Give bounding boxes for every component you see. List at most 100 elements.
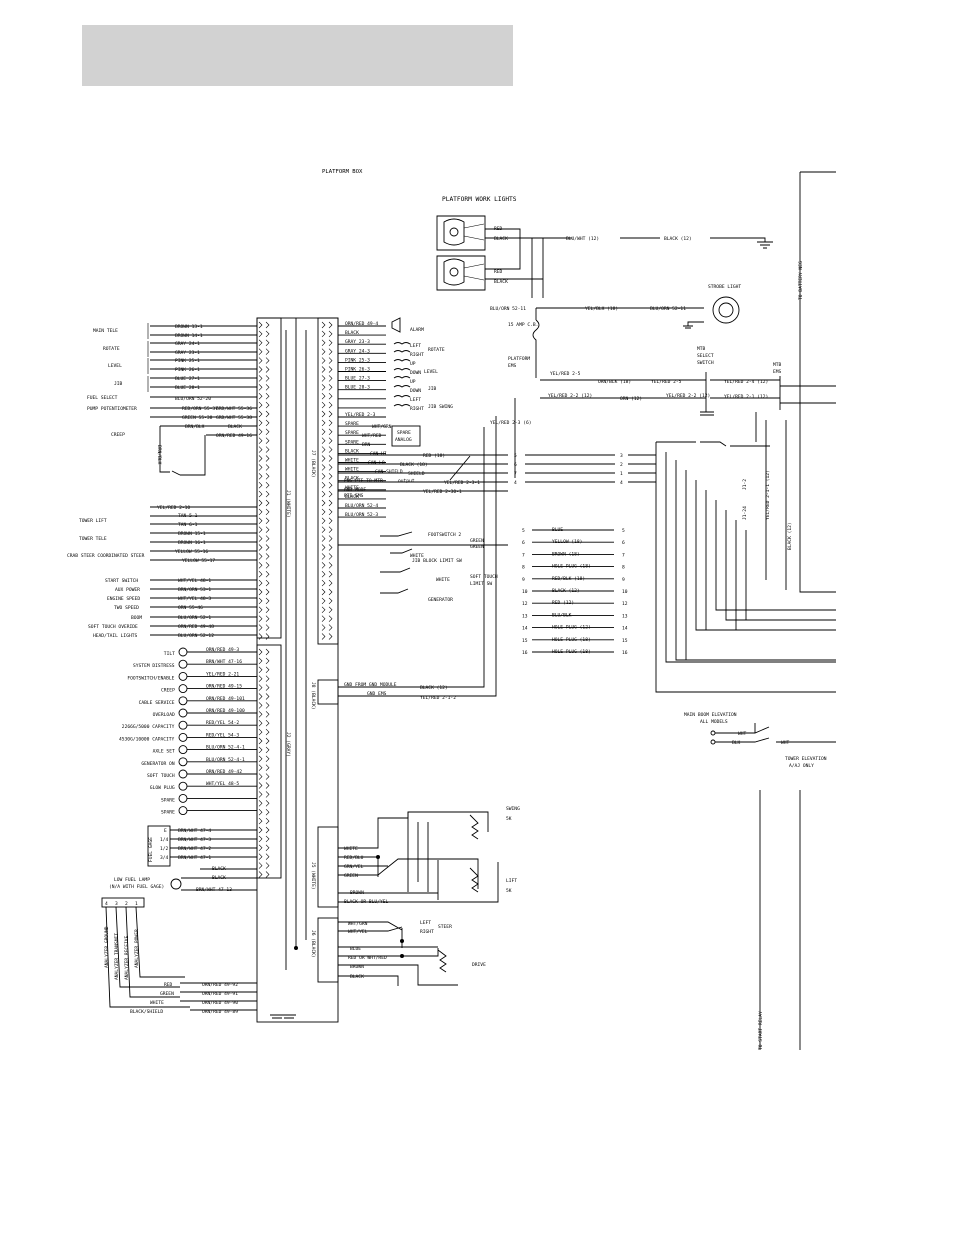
j1-w-0a: BROWN 13-1 [175, 324, 203, 330]
j2-pin [258, 755, 270, 763]
j1-pin [258, 384, 270, 391]
j7-wire-label: WHITE [345, 485, 359, 491]
j1-l-5: AUX POWER [115, 587, 140, 593]
solenoid-coils [393, 342, 411, 407]
bus-end: 4 [620, 480, 623, 486]
j7-pin [321, 366, 333, 373]
an-c2: WHITE [150, 1000, 164, 1006]
j7-wire-label: BLACK [345, 448, 359, 454]
j2-pins [258, 648, 270, 878]
j2-pin [258, 817, 270, 825]
eng-pte-label: ENG PTE TO MTB [344, 478, 383, 484]
j1-fn-pump: PUMP POTENTIOMETER [87, 406, 137, 412]
analyzer-t3: 3 [115, 901, 118, 907]
work-light-2 [436, 255, 486, 291]
mtb-select-l1: MTB [697, 346, 706, 352]
j1-l-2b: BROWN 16-1 [178, 540, 206, 546]
ems-left-1: YEL/RED 2-5 [550, 371, 581, 377]
j7-wire-label: BLACK [345, 494, 359, 500]
an-c3: BLACK/SHIELD [130, 1009, 163, 1015]
platform-ems-l2: EMS [508, 363, 517, 369]
j1-l-1: TOWER LIFT [79, 518, 107, 524]
j7-pin [321, 375, 333, 382]
j7-pin [321, 401, 333, 409]
lamp-wire-label: BLU/ORN 52-4-1 [206, 745, 245, 751]
analyzer-l0: ANALYZER GROUND [104, 926, 110, 968]
harness-pin: 16 [522, 650, 528, 656]
steer-right: RIGHT [420, 929, 434, 935]
soft-touch-l2: LIMIT SW [470, 581, 492, 587]
an-w1: ORN/RED 49-91 [202, 991, 238, 997]
fuel-w-0: BRN/WHT 47-4 [178, 828, 211, 834]
j1-l-10a: BLU/ORN 52-12 [178, 633, 214, 639]
cross-3: YEL/RED 2-3-1 [444, 480, 480, 486]
footswitch2-label: FOOTSWITCH 2 [428, 532, 461, 538]
j7-pin [321, 481, 333, 489]
j1-l-0w: YEL/RED 2-10 [157, 505, 190, 511]
fuel-w-2: BRN/WHT 47-2 [178, 846, 211, 852]
ems-right-2: YEL/RED 2-2 (12) [666, 393, 710, 399]
analyzer-t4: 4 [105, 901, 108, 907]
j2-pin [258, 782, 270, 789]
j5-w2: GRN/YEL [344, 864, 364, 870]
rotate-label: ROTATE [428, 347, 445, 353]
creep-wire-a: BRN/BLK [156, 445, 162, 465]
coil-down: DOWN [410, 370, 421, 376]
j2-pin [258, 648, 270, 656]
coil-up-2: UP [410, 379, 416, 385]
platform-box-label: PLATFORM BOX [322, 169, 363, 175]
j7-wire-label: PINK 26-3 [345, 367, 370, 373]
harness-pin: 9 [522, 577, 525, 583]
fuel-w-3: BRN/WHT 47-1 [178, 855, 211, 861]
an-c1: GREEN [160, 991, 174, 997]
coil-down-2: DOWN [410, 388, 421, 394]
j1-pin [258, 508, 270, 516]
j1-pin [258, 597, 270, 605]
j7-wire-label: BLACK [345, 476, 359, 482]
j7-pin [321, 464, 333, 471]
j1-pin [258, 490, 270, 498]
lamp-wire-label: ORN/RED 49-100 [206, 708, 245, 714]
drive-label: DRIVE [472, 962, 486, 968]
j1-pin [258, 535, 270, 542]
j1-l-4: START SWITCH [105, 578, 138, 584]
j7-pin [321, 392, 333, 400]
header-box [82, 25, 513, 86]
j1-fn-main-tele: MAIN TELE [93, 328, 118, 334]
lamp-icon [178, 659, 188, 669]
vwire-black: BLACK (12) [787, 522, 793, 550]
j1-l-6: ENGINE SPEED [107, 596, 140, 602]
can-shield-label: CAN SHIELD [375, 469, 403, 475]
an-c0: RED [164, 982, 173, 988]
lamp-label: FOOTSWITCH/ENABLE [127, 675, 174, 681]
j7-pin [321, 446, 333, 453]
j1-w-3b: BLUE 28-1 [175, 385, 200, 391]
low-fuel-lamp [170, 878, 182, 890]
harness-end: 8 [622, 565, 625, 571]
strobe-wire-1: BLU/ORN 52-11 [490, 306, 526, 312]
lamp-icon [178, 647, 188, 657]
work-lights-label: PLATFORM WORK LIGHTS [442, 196, 517, 203]
j2-pin [258, 791, 270, 798]
j1-pin [258, 330, 270, 338]
j1-pin [258, 366, 270, 373]
harness-end: 16 [622, 650, 628, 656]
cross-0: RED (18) [423, 453, 445, 459]
j1-w-5b: GREEN 55-38 [182, 415, 213, 421]
can-hi-label: CAN HI [370, 451, 387, 457]
j6-w4: BROWN [350, 964, 364, 970]
vwire-yel-red: YEL/RED 2-1-1 (12) [765, 470, 771, 520]
lamp-icon [178, 793, 188, 803]
j1-pin [258, 481, 270, 489]
j1-pin [258, 615, 270, 622]
j1-pot-r1: GRD/WHT 55-38 [216, 415, 252, 421]
j7-wire-label: GRAY 23-3 [345, 339, 370, 345]
j2-pin [258, 719, 270, 727]
lamp-label: TILT [164, 651, 175, 657]
switch-wire-label: GREEN [470, 538, 484, 544]
j7-pin [321, 633, 333, 640]
harness-end: 9 [622, 577, 625, 583]
fuel-s-2: 1/2 [160, 846, 169, 852]
